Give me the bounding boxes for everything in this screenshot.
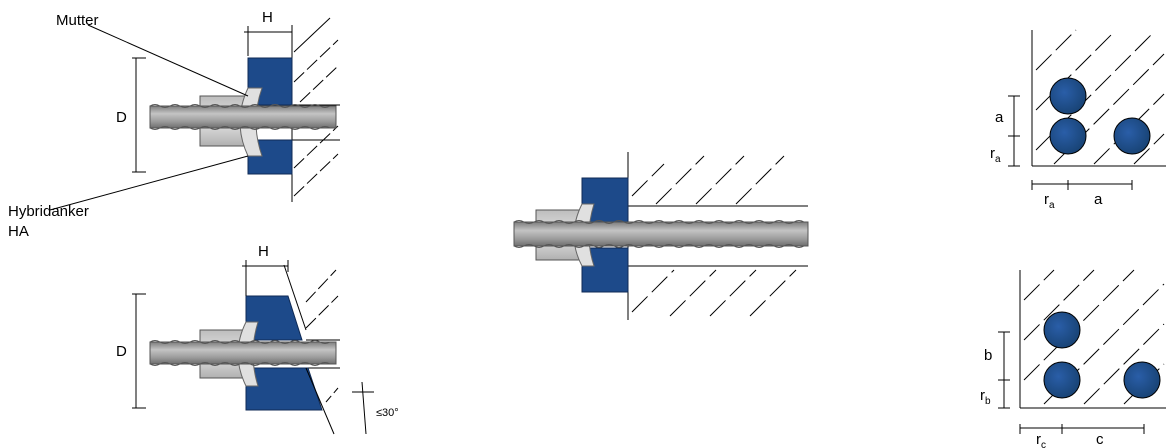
- spacing-grid-top: a ra ra a: [990, 29, 1166, 211]
- hybridanker-label: Hybridanker: [8, 203, 89, 220]
- anchor-circle: [1043, 311, 1081, 349]
- ra-label-vertical: ra: [990, 145, 1001, 165]
- angle-label: ≤30°: [376, 407, 399, 419]
- hybrid-anchor-lower: [245, 367, 323, 411]
- h-label-bottom: H: [258, 243, 269, 260]
- detail-bottom-left: H D ≤30°: [116, 243, 399, 435]
- a-label-horizontal: a: [1094, 191, 1103, 208]
- rb-label: rb: [980, 387, 991, 407]
- spacing-grid-bottom: b rb rc c: [980, 269, 1166, 448]
- threaded-bar: [149, 341, 337, 365]
- concrete-hatch: [283, 264, 340, 403]
- h-label-top: H: [262, 9, 273, 26]
- threaded-bar: [149, 105, 337, 129]
- c-label-horizontal: c: [1096, 431, 1104, 448]
- a-label-vertical: a: [995, 109, 1004, 126]
- d-label-top: D: [116, 109, 127, 126]
- hybridanker-label-ha: HA: [8, 223, 29, 240]
- d-label-bottom: D: [116, 343, 127, 360]
- threaded-bar: [513, 221, 809, 247]
- anchor-circle: [1123, 361, 1161, 399]
- anchor-circle: [1113, 117, 1151, 155]
- detail-top-left: H D Mutter Hybridanker HA: [8, 9, 340, 240]
- anchor-circle: [1049, 117, 1087, 155]
- rc-label: rc: [1036, 431, 1046, 448]
- mutter-label: Mutter: [56, 12, 99, 29]
- b-label-vertical: b: [984, 347, 992, 364]
- ra-label-horizontal: ra: [1044, 191, 1055, 211]
- anchor-circle: [1043, 361, 1081, 399]
- detail-center: [513, 152, 809, 320]
- anchor-circle: [1049, 77, 1087, 115]
